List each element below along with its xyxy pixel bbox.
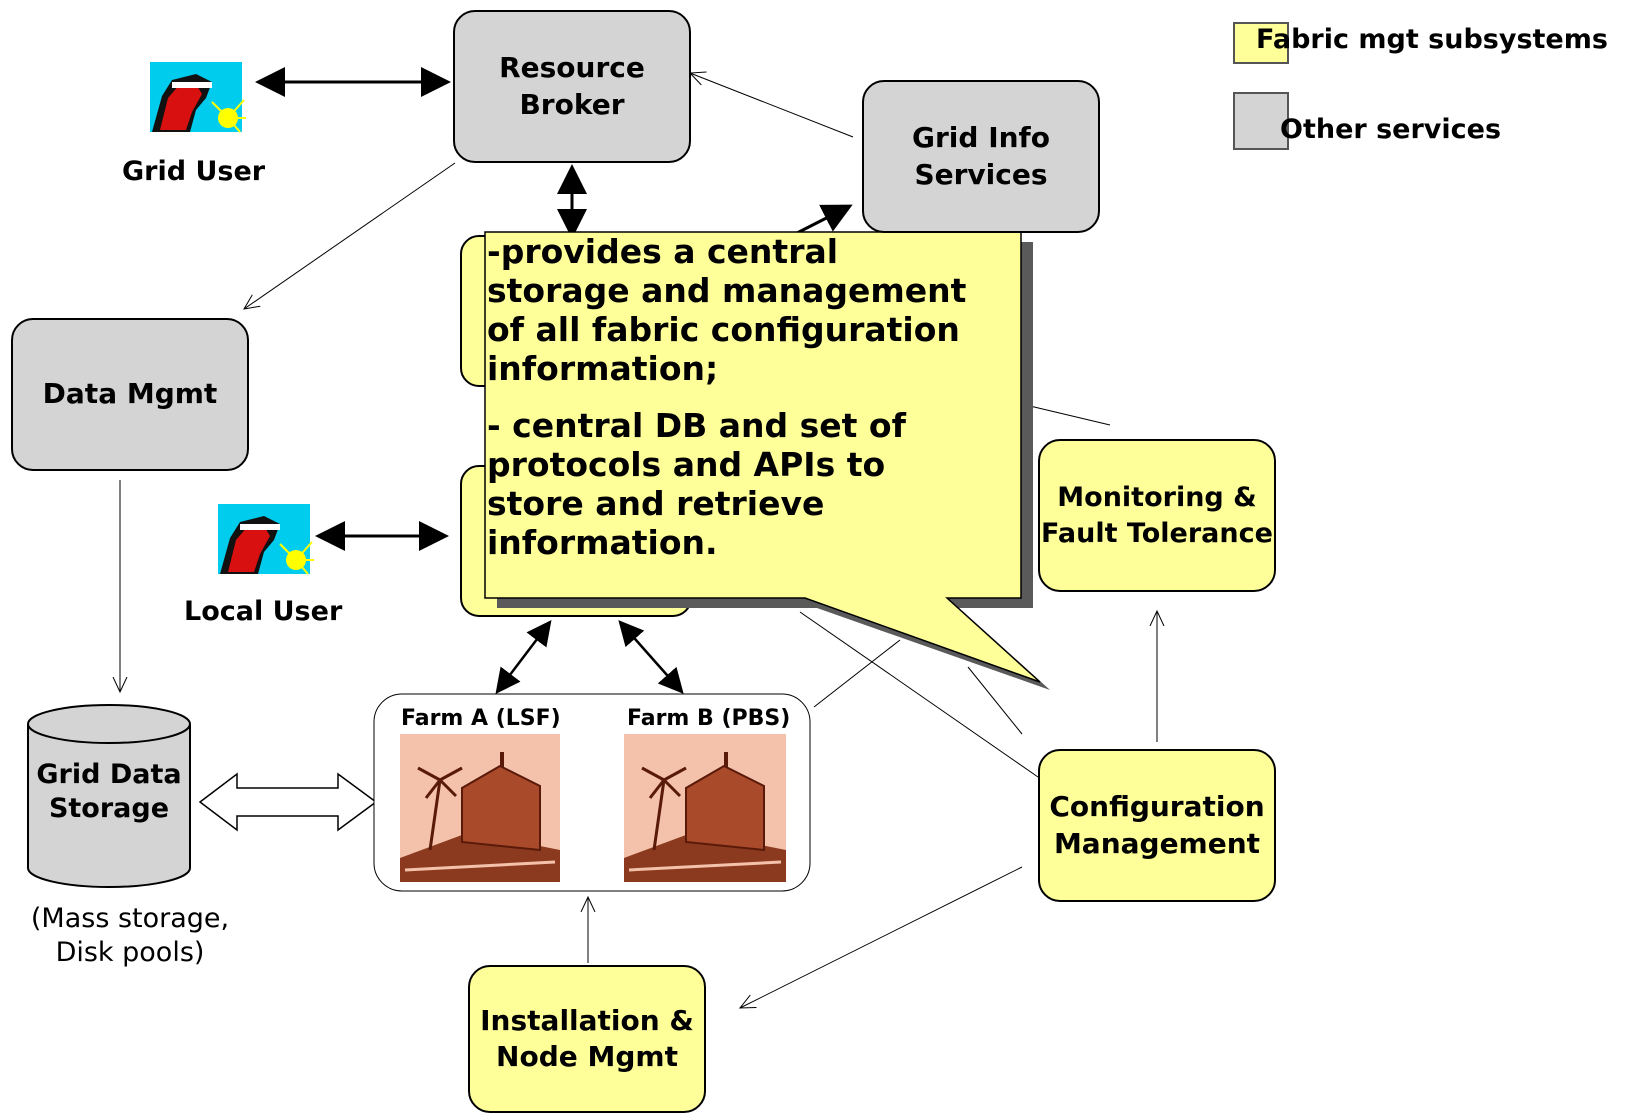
gridinfo-broker-line [690, 73, 854, 138]
farm-a-label: Farm A (LSF) [401, 706, 561, 731]
callout-text: -provides a central storage and manageme… [487, 232, 987, 580]
configuration-management-node[interactable]: Configuration Management [1038, 749, 1276, 902]
farm-a-image [400, 734, 560, 882]
resource-broker-node[interactable]: Resource Broker [453, 10, 691, 163]
local-user-label: Local User [184, 596, 343, 627]
cdb-gridinfo-arrow [794, 204, 853, 236]
grid-info-services-node[interactable]: Grid Info Services [862, 80, 1100, 233]
storage-note: (Mass storage, Disk pools) [30, 903, 230, 968]
config-cdb-line-1 [799, 611, 1039, 778]
data-mgmt-node[interactable]: Data Mgmt [11, 318, 249, 471]
callout-paragraph-2: - central DB and set of protocols and AP… [487, 406, 906, 562]
config-installation-line [740, 866, 1023, 1008]
callout-balloon [484, 231, 1050, 690]
legend-other-label: Other services [1280, 114, 1502, 145]
cdb-farm-a-arrow [495, 620, 552, 694]
farm-b-label: Farm B (PBS) [627, 706, 791, 731]
farm-monitoring-line [813, 639, 901, 708]
legend-fabric-swatch [1233, 22, 1289, 64]
grid-user-icon [150, 62, 246, 133]
config-cdb-line-2 [967, 666, 1023, 735]
installation-node-mgmt-node[interactable]: Installation & Node Mgmt [468, 965, 706, 1113]
grid-data-storage-label: Grid Data Storage [36, 759, 182, 824]
legend-fabric-label: Fabric mgt subsystems [1256, 24, 1608, 55]
callout-paragraph-1: -provides a central storage and manageme… [487, 232, 967, 388]
monitoring-fault-tolerance-node[interactable]: Monitoring & Fault Tolerance [1038, 439, 1276, 592]
cdb-farm-b-arrow [618, 620, 684, 694]
legend-other-swatch [1233, 92, 1289, 150]
broker-datamgmt-line [244, 162, 456, 309]
grid-data-storage-cylinder [27, 704, 191, 888]
monitoring-cdb-line [1029, 405, 1111, 426]
grid-user-label: Grid User [122, 156, 266, 187]
storage-farm-double-arrow [198, 772, 378, 832]
farm-b-image [624, 734, 786, 882]
local-user-icon [218, 504, 314, 575]
